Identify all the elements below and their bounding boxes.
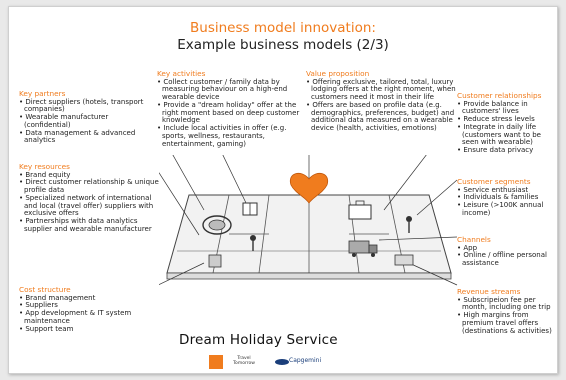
- channels-heading: Channels: [457, 235, 491, 244]
- list-item: Include local activities in offer (e.g. …: [157, 124, 302, 148]
- list-item: High margins from premium travel offers …: [457, 311, 559, 335]
- pointer-lines: [159, 155, 458, 286]
- customer-relationships-heading: Customer relationships: [457, 91, 542, 100]
- list-item: Provide a "dream holiday" offer at the r…: [157, 101, 302, 125]
- suitcase-icon: [348, 200, 372, 220]
- value-proposition-block: Value proposition Offering exclusive, ta…: [306, 69, 456, 133]
- list-item: Offers are based on profile data (e.g. d…: [306, 101, 456, 133]
- list-item: Integrate in daily life (customers want …: [457, 123, 557, 147]
- list-item: Support team: [19, 325, 149, 334]
- list-item: Offering exclusive, tailored, total, lux…: [306, 78, 456, 102]
- customer-segments-block: Customer segments Service enthusiast Ind…: [457, 177, 557, 218]
- value-proposition-heading: Value proposition: [306, 69, 370, 78]
- cost-structure-block: Cost structure Brand management Supplier…: [19, 285, 149, 334]
- building-icon: [208, 254, 222, 268]
- list-item: Leisure (>100K annual income): [457, 201, 557, 218]
- list-item: Specialized network of international and…: [19, 194, 159, 218]
- list-item: Data management & advanced analytics: [19, 129, 149, 146]
- travel-tomorrow-logo-icon: [209, 355, 223, 369]
- list-item: Brand equity: [19, 171, 159, 180]
- list-item: App: [457, 244, 557, 253]
- key-resources-block: Key resources Brand equity Direct custom…: [19, 162, 159, 234]
- list-item: Wearable manufacturer (confidential): [19, 113, 149, 130]
- list-item: Reduce stress levels: [457, 115, 557, 124]
- list-item: Service enthusiast: [457, 186, 557, 195]
- revenue-streams-block: Revenue streams Subscripeion fee per mon…: [457, 287, 559, 335]
- list-item: Online / offline personal assistance: [457, 251, 557, 268]
- gift-icon: [242, 202, 258, 216]
- truck-icon: [348, 240, 378, 257]
- slide: Business model innovation: Example busin…: [8, 6, 558, 374]
- list-item: Subscripeion fee per month, including on…: [457, 296, 559, 313]
- service-name: Dream Holiday Service: [179, 332, 338, 348]
- key-activities-block: Key activities Collect customer / family…: [157, 69, 302, 149]
- list-item: App development & IT system maintenance: [19, 309, 149, 326]
- slide-subtitle: Example business models (2/3): [177, 37, 389, 53]
- cost-structure-heading: Cost structure: [19, 285, 71, 294]
- key-activities-heading: Key activities: [157, 69, 206, 78]
- list-item: Direct suppliers (hotels, transport comp…: [19, 98, 149, 115]
- list-item: Partnerships with data analytics supplie…: [19, 217, 159, 234]
- list-item: Collect customer / family data by measur…: [157, 78, 302, 102]
- business-model-canvas-illustration: [159, 155, 458, 286]
- key-partners-heading: Key partners: [19, 89, 66, 98]
- key-partners-block: Key partners Direct suppliers (hotels, t…: [19, 89, 149, 146]
- capgemini-logo-text: Capgemini: [289, 357, 322, 364]
- handshake-icon: [202, 215, 232, 235]
- list-item: Individuals & families: [457, 193, 557, 202]
- channels-block: Channels App Online / offline personal a…: [457, 235, 557, 268]
- list-item: Direct customer relationship & unique pr…: [19, 178, 159, 195]
- customer-relationships-block: Customer relationships Provide balance i…: [457, 91, 557, 155]
- person-icon: [250, 235, 256, 251]
- list-item: Provide balance in customers' lives: [457, 100, 557, 117]
- revenue-streams-heading: Revenue streams: [457, 287, 521, 296]
- key-resources-heading: Key resources: [19, 162, 70, 171]
- capgemini-logo-icon: [275, 359, 289, 365]
- slide-title: Business model innovation:: [190, 20, 376, 36]
- money-icon: [394, 254, 414, 266]
- list-item: Ensure data privacy: [457, 146, 557, 155]
- list-item: Brand management: [19, 294, 149, 303]
- list-item: Suppliers: [19, 301, 149, 310]
- travel-tomorrow-logo-text: Travel Tomorrow: [233, 356, 255, 366]
- people-icon: [406, 216, 412, 233]
- heart-icon: [289, 172, 329, 204]
- customer-segments-heading: Customer segments: [457, 177, 531, 186]
